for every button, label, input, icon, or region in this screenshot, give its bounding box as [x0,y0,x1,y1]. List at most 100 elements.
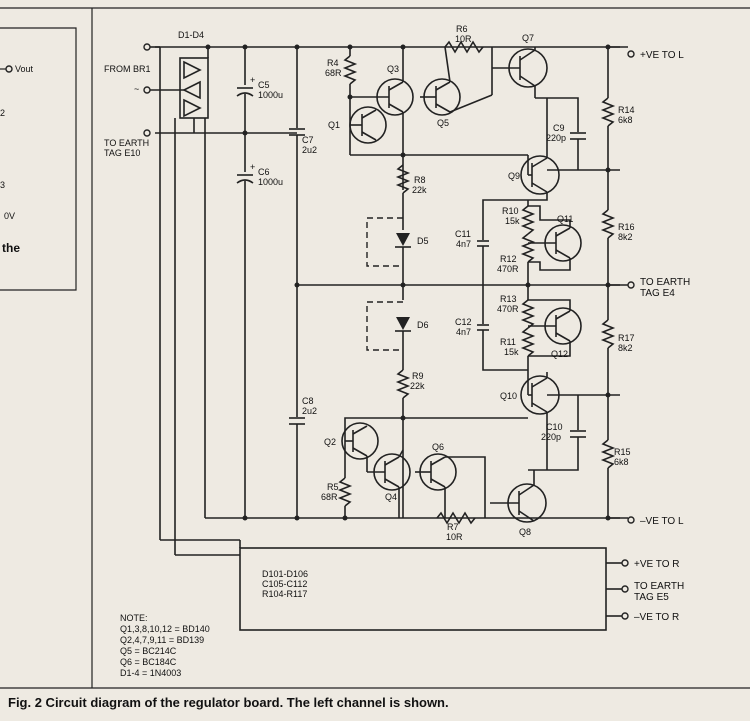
r8-label: R8 [414,175,426,185]
note-line-2: Q2,4,7,9,11 = BD139 [120,635,204,645]
transistor-q12: Q12 [528,299,582,359]
r4-label: R4 [327,58,339,68]
side-the-text: the [2,241,20,255]
transistor-q9: Q9 [508,98,620,201]
r16-label: R16 [618,222,635,232]
diode-bridge: D1-D4 [159,30,209,555]
r15-value: 6k8 [614,457,629,467]
transistor-q8: Q8 [490,470,547,537]
r13-label: R13 [500,294,517,304]
to-earth-e5-label-2: TAG E5 [634,592,669,603]
r9-value: 22k [410,381,425,391]
figure-caption: Fig. 2 Circuit diagram of the regulator … [8,695,449,710]
side-vout-label: Vout [15,64,34,74]
resistor-r6: R6 10R [444,24,493,95]
transistor-q3: Q3 [350,47,414,190]
r11-value: 15k [504,347,519,357]
r17-label: R17 [618,333,635,343]
resistor-r8: R8 22k [395,164,427,230]
transistor-q7: Q7 [492,33,548,98]
r14-label: R14 [618,105,635,115]
c9-value: 220p [546,133,566,143]
ve-to-r-pos-label: +VE TO R [634,559,679,570]
capacitor-c6: + C6 1000u [236,133,283,518]
note-line-3: Q5 = BC214C [120,646,177,656]
c9-label: C9 [553,123,565,133]
q9-label: Q9 [508,171,520,181]
resistor-r5: R5 68R [321,441,353,518]
ac-minus-label: ~ [134,84,139,94]
feedback-network: R10 15k C11 4n7 R12 470R R13 470R C12 4n… [455,199,536,371]
right-channel-box: D101-D106 C105-C112 R104-R117 +VE TO R T… [160,539,684,631]
q3-label: Q3 [387,64,399,74]
box-line-2: C105-C112 [262,579,307,589]
c7-value: 2u2 [302,145,317,155]
r6-value: 10R [455,34,472,44]
q1-label: Q1 [328,120,340,130]
c6-value: 1000u [258,177,283,187]
ve-to-r-neg-label: –VE TO R [634,612,679,623]
c5-label: C5 [258,80,270,90]
transistor-q6: Q6 [415,442,486,518]
r7-label: R7 [447,522,459,532]
q4-label: Q4 [385,492,397,502]
to-earth-e4-label-1: TO EARTH [640,277,690,288]
d6-label: D6 [417,320,429,330]
ve-to-l-neg-label: –VE TO L [640,516,684,527]
d5-label: D5 [417,236,429,246]
note-line-5: D1-4 = 1N4003 [120,668,181,678]
resistor-r9: R9 22k [395,369,425,518]
r9-label: R9 [412,371,424,381]
r16-value: 8k2 [618,232,633,242]
c12-label: C12 [455,317,472,327]
r12-label: R12 [500,254,517,264]
q11-label: Q11 [557,214,573,224]
q2-label: Q2 [324,437,336,447]
r13-value: 470R [497,304,519,314]
svg-text:+: + [250,75,255,85]
ve-to-l-pos-label: +VE TO L [640,50,684,61]
r7-value: 10R [446,532,463,542]
q6-label: Q6 [432,442,444,452]
q8-label: Q8 [519,527,531,537]
box-line-1: D101-D106 [262,569,308,579]
r15-label: R15 [614,447,631,457]
r10-label: R10 [502,206,519,216]
box-line-3: R104-R117 [262,589,307,599]
note-line-1: Q1,3,8,10,12 = BD140 [120,624,210,634]
to-earth-e4-label-2: TAG E4 [640,288,675,299]
r8-value: 22k [412,185,427,195]
r10-value: 15k [505,216,520,226]
q12-label: Q12 [551,349,568,359]
capacitor-c7: C7 2u2 [289,47,317,285]
capacitor-c8: C8 2u2 [289,285,317,518]
side-panel: Vout 2 3 0V the [0,27,77,291]
c10-value: 220p [541,432,561,442]
resistor-r4: R4 68R [325,47,358,95]
r17-value: 8k2 [618,343,633,353]
capacitor-c9: C9 220p [535,97,586,170]
diode-d6: D6 [366,301,429,370]
to-earth-e10-label-1: TO EARTH [104,138,149,148]
capacitor-c5: + C5 1000u [236,47,283,133]
resistor-r7: R7 10R [436,511,476,542]
input-terminals: FROM BR1 ~ TO EARTH TAG E10 [104,43,185,158]
side-0v-label: 0V [4,211,15,221]
component-note: NOTE: Q1,3,8,10,12 = BD140 Q2,4,7,9,11 =… [120,613,210,678]
transistor-q1: Q1 [328,95,528,156]
from-br1-label: FROM BR1 [104,64,151,74]
q10-label: Q10 [500,391,517,401]
to-earth-e5-label-1: TO EARTH [634,581,684,592]
r6-label: R6 [456,24,468,34]
capacitor-c10: C10 220p [528,395,586,471]
side-number-3: 3 [0,180,5,190]
c8-label: C8 [302,396,314,406]
resistor-r17: R17 8k2 [600,319,635,440]
note-line-4: Q6 = BC184C [120,657,177,667]
r12-value: 470R [497,264,519,274]
r4-value: 68R [325,68,342,78]
transistor-q2: Q2 [324,417,528,460]
diode-d5: D5 [366,217,429,300]
